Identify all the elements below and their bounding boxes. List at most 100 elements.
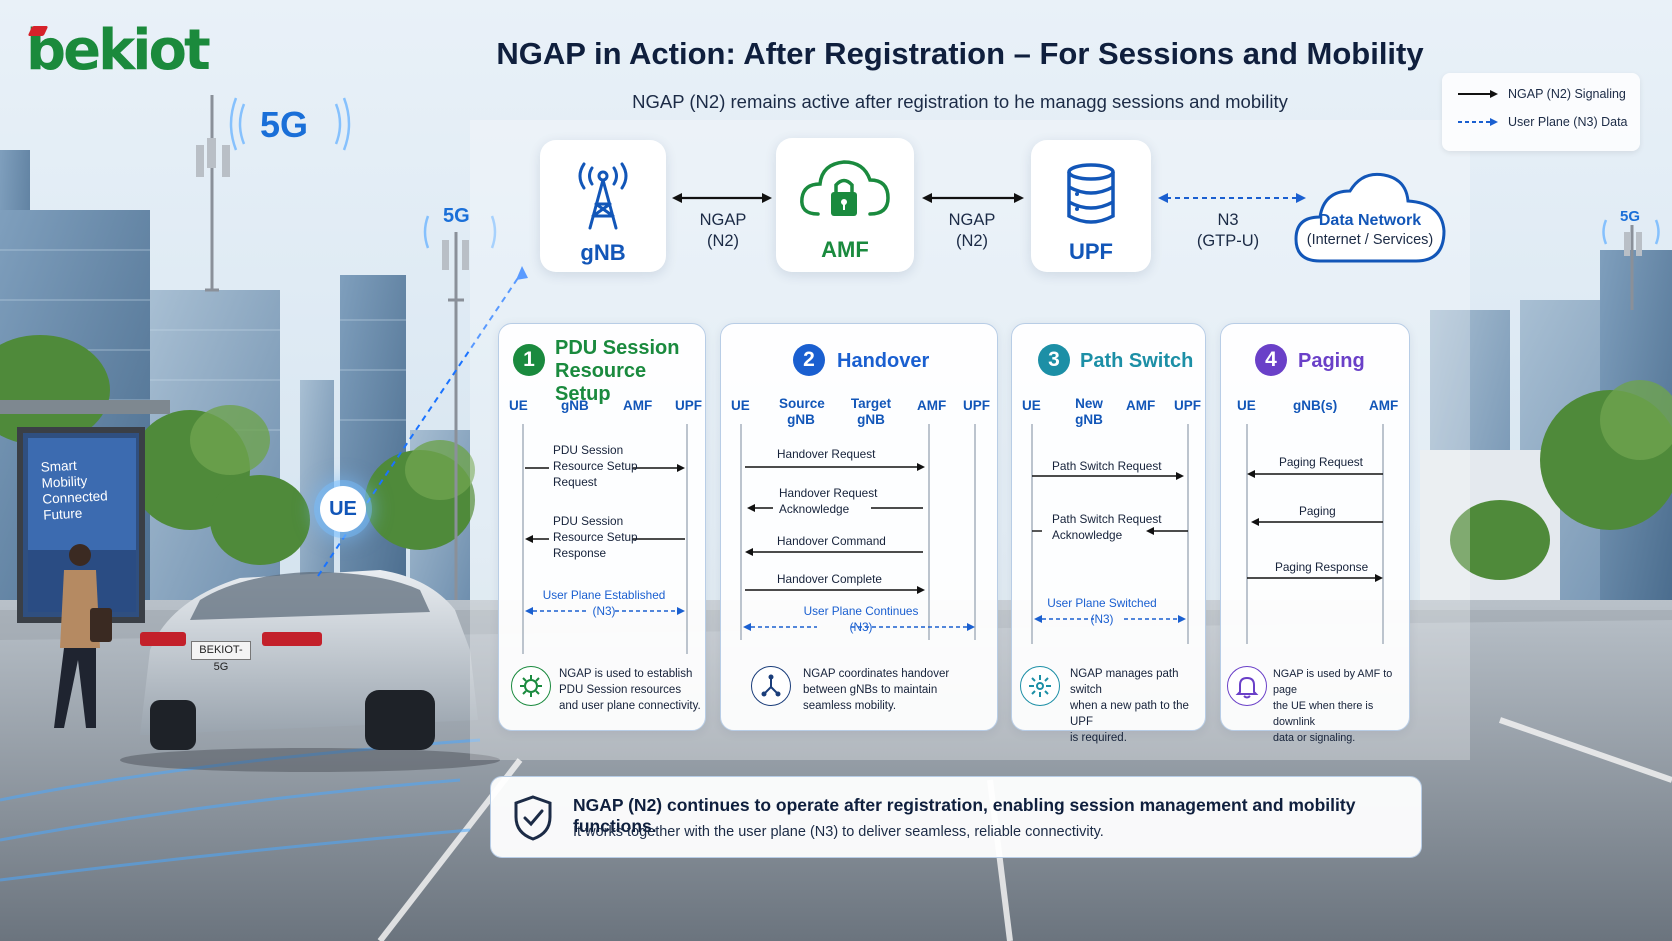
col-target-gnb: Target gNB [849, 396, 893, 428]
panel-footer-text: NGAP is used to establish PDU Session re… [559, 666, 701, 714]
upf-node: UPF [1031, 140, 1151, 272]
msg-handover-request: Handover Request [777, 447, 876, 461]
col-line: New [1075, 396, 1103, 411]
footer-line: between gNBs to maintain [803, 684, 938, 696]
amf-node-label: AMF [821, 237, 869, 262]
sequence-lines [740, 424, 976, 640]
footer-line: NGAP manages path switch [1070, 668, 1179, 696]
link-label-line: NGAP [948, 211, 996, 229]
msg-line: (N3) [1090, 612, 1114, 626]
five-g-label-large: 5G [260, 104, 309, 145]
handover-branch-icon [751, 666, 791, 706]
col-ue: UE [1022, 398, 1041, 413]
footer-line: NGAP coordinates handover [803, 668, 950, 680]
bell-icon [1227, 666, 1267, 706]
banner-sub-text: It works together with the user plane (N… [573, 824, 1104, 840]
bus-stop-ad-text: Smart Mobility Connected Future [40, 456, 109, 523]
data-network-sublabel: (Internet / Services) [1306, 232, 1434, 248]
col-line: Source [779, 396, 825, 411]
col-ue: UE [509, 398, 528, 413]
panel-title-line: PDU Session [555, 337, 680, 359]
link-label-line: (N2) [955, 232, 989, 250]
legend-label: User Plane (N3) Data [1508, 115, 1628, 129]
panel-number: 1 [513, 344, 545, 376]
msg-pdu-setup-response: PDU Session Resource Setup Response [553, 513, 638, 561]
path-switch-icon [1020, 666, 1060, 706]
col-line: gNB [1075, 412, 1103, 427]
msg-handover-request-ack: Handover Request Acknowledge [779, 485, 877, 517]
col-gnbs: gNB(s) [1293, 398, 1338, 413]
user-plane-established: User Plane Established (N3) [529, 587, 679, 619]
session-gear-icon [511, 666, 551, 706]
panel-number: 4 [1255, 344, 1287, 376]
col-amf: AMF [623, 398, 653, 413]
msg-line: User Plane Switched [1047, 596, 1157, 610]
data-network-label: Data Network [1318, 212, 1422, 229]
footer-line: the UE when there is downlink [1273, 700, 1374, 728]
col-gnb: gNB [561, 398, 589, 413]
msg-line: User Plane Continues [803, 604, 919, 618]
dashed-arrow-icon [1458, 118, 1498, 126]
shield-check-icon [514, 795, 552, 841]
database-icon [1067, 163, 1115, 224]
gnb-node: gNB [540, 140, 666, 272]
msg-line: Resource Setup [553, 459, 638, 473]
upf-node-label: UPF [1069, 239, 1113, 264]
footer-line: data or signaling. [1273, 732, 1356, 744]
five-g-label-mid: 5G [443, 205, 470, 227]
msg-line: (N3) [592, 604, 616, 618]
page-subtitle: NGAP (N2) remains active after registrat… [632, 91, 1288, 112]
msg-path-switch-ack: Path Switch Request Acknowledge [1052, 511, 1162, 543]
page-title: NGAP in Action: After Registration – For… [496, 36, 1424, 71]
gnb-node-label: gNB [580, 240, 626, 265]
msg-handover-complete: Handover Complete [777, 572, 882, 586]
msg-paging: Paging [1299, 504, 1336, 518]
panel-pdu-session: 1 PDU Session Resource Setup UE gNB AMF … [498, 323, 706, 731]
amf-node: AMF [776, 138, 914, 272]
col-ue: UE [731, 398, 750, 413]
data-network-node: Data Network (Internet / Services) [1290, 165, 1450, 267]
footer-line: is required. [1070, 732, 1127, 744]
footer-line: NGAP is used by AMF to page [1273, 668, 1393, 696]
legend-item-signaling: NGAP (N2) Signaling [1458, 87, 1626, 101]
col-new-gnb: New gNB [1072, 396, 1106, 428]
link-label-line: NGAP [699, 211, 747, 229]
sequence-lines [1246, 424, 1384, 644]
panel-title-line: Resource Setup [555, 360, 647, 405]
footer-line: when a new path to the UPF [1070, 700, 1189, 728]
ad-line: Future [42, 505, 83, 523]
link-label-line: (N2) [706, 232, 740, 250]
panel-path-switch: 3 Path Switch UE New gNB AMF UPF Path Sw… [1011, 323, 1206, 744]
msg-pdu-setup-request: PDU Session Resource Setup Request [553, 442, 638, 490]
link-label-upf-dn: N3 (GTP-U) [1188, 210, 1268, 252]
cloud-lock-icon [800, 160, 890, 216]
msg-path-switch-request: Path Switch Request [1052, 459, 1162, 473]
panel-footer-text: NGAP manages path switch when a new path… [1070, 666, 1205, 746]
msg-line: PDU Session [553, 514, 624, 528]
cloud-icon [1294, 172, 1446, 263]
panel-number: 2 [793, 344, 825, 376]
user-plane-switched: User Plane Switched (N3) [1036, 595, 1168, 627]
panel-paging: 4 Paging UE gNB(s) AMF Paging Request Pa… [1220, 323, 1410, 744]
col-line: gNB [857, 412, 885, 427]
col-upf: UPF [1174, 398, 1201, 413]
msg-line: Acknowledge [1052, 528, 1123, 542]
solid-arrow-icon [1458, 90, 1498, 98]
legend-label: NGAP (N2) Signaling [1508, 87, 1626, 101]
msg-line: Path Switch Request [1052, 512, 1162, 526]
legend: NGAP (N2) Signaling User Plane (N3) Data [1442, 73, 1640, 151]
sequence-lines [1031, 424, 1189, 644]
msg-line: Handover Request [779, 486, 878, 500]
msg-paging-response: Paging Response [1275, 560, 1369, 574]
summary-banner: NGAP (N2) continues to operate after reg… [490, 776, 1422, 858]
msg-line: PDU Session [553, 443, 624, 457]
col-line: Target [850, 396, 892, 411]
panel-title: Paging [1298, 350, 1365, 372]
col-amf: AMF [917, 398, 947, 413]
footer-line: PDU Session resources [559, 684, 682, 696]
col-upf: UPF [675, 398, 702, 413]
panel-number: 3 [1038, 344, 1070, 376]
user-plane-continues: User Plane Continues (N3) [761, 603, 961, 635]
panel-footer-text: NGAP coordinates handover between gNBs t… [803, 666, 949, 714]
link-label-gnb-amf: NGAP (N2) [688, 210, 758, 252]
